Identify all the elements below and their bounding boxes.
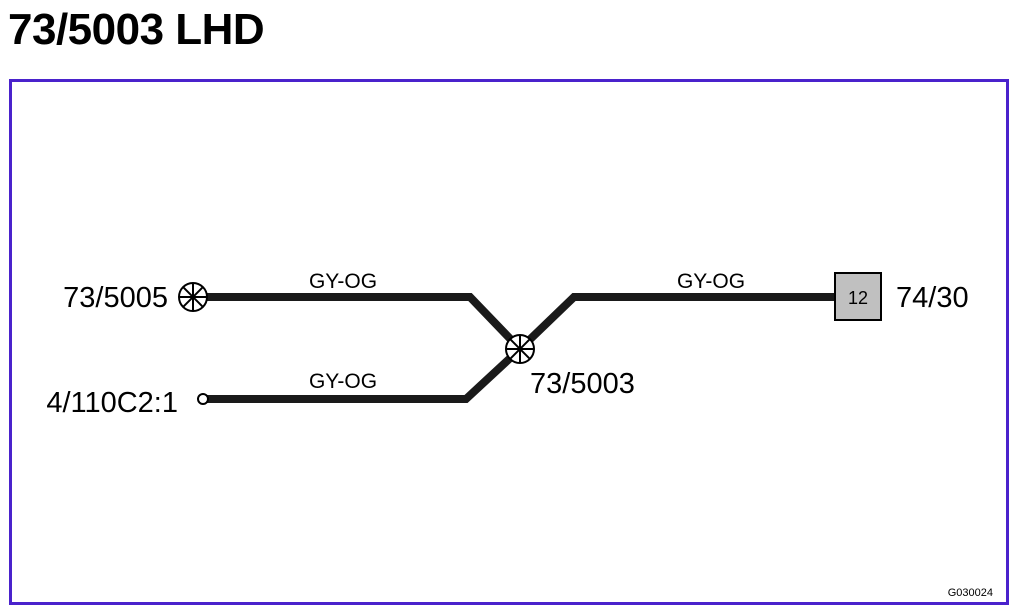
- pin-box-icon: [834, 272, 882, 321]
- wire-color-label-lower-left: GY-OG: [309, 370, 377, 393]
- open-circle-terminal-icon: [197, 393, 209, 405]
- connector-label-4-110c2-1: 4/110C2:1: [46, 387, 178, 419]
- wire-color-label-upper-left: GY-OG: [309, 270, 377, 293]
- wire-lower-left: [207, 346, 523, 403]
- wire-paths: [207, 293, 836, 403]
- crossed-circle-icon: [178, 282, 208, 312]
- pin-box-label: 12: [848, 288, 868, 308]
- connector-label-74-30: 74/30: [896, 282, 969, 314]
- splice-label-73-5003: 73/5003: [530, 368, 635, 400]
- diagram-frame: [9, 79, 1009, 605]
- wire-right: [517, 293, 836, 352]
- wire-upper-left: [207, 293, 523, 352]
- page-title: 73/5003 LHD: [8, 5, 265, 54]
- reference-code: G030024: [948, 587, 993, 599]
- wire-color-label-right: GY-OG: [677, 270, 745, 293]
- connector-label-73-5005: 73/5005: [63, 282, 168, 314]
- crossed-circle-icon: [505, 334, 535, 364]
